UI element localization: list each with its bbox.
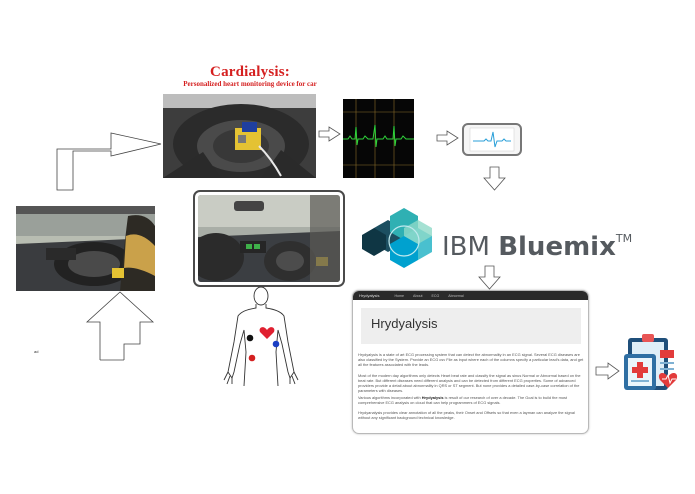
- steering-device-photo: [163, 94, 316, 178]
- website-heading: Hrydyalysis: [371, 316, 438, 331]
- website-nav-home[interactable]: Home: [394, 293, 405, 298]
- smartphone-ecg-icon: [462, 123, 522, 156]
- driver-car-photo-left: [16, 206, 155, 291]
- website-navbar: Hrydyalysis Home About ECG Abnormal: [353, 291, 588, 300]
- website-nav-abnormal[interactable]: Abnormal: [448, 293, 464, 298]
- flow-arrow-right-1: [318, 126, 341, 142]
- small-mark-text: ad: [34, 349, 39, 354]
- car-dashboard-photo-frame: [193, 190, 345, 287]
- bluemix-logo-icon: [362, 208, 432, 268]
- diagram-title: Cardialysis:: [210, 64, 290, 80]
- bluemix-trademark: TM: [615, 232, 633, 245]
- medical-report-icon: [624, 334, 678, 390]
- website-paragraph-3: Various algorithms incorporated with Hry…: [358, 395, 568, 405]
- flow-arrow-down-2: [478, 265, 501, 290]
- flow-arrow-up-large: [85, 291, 155, 361]
- website-paragraph-4: Hrydyanalysis provides clear annotation …: [358, 410, 575, 420]
- bluemix-name-text: Bluemix: [498, 232, 616, 262]
- website-paragraph-2: Most of the modern day algorithms only d…: [358, 373, 581, 393]
- website-nav-about[interactable]: About: [413, 293, 423, 298]
- website-jumbotron: Hrydyalysis: [361, 308, 581, 344]
- bluemix-ibm-text: IBM: [442, 232, 499, 262]
- ecg-waveform-panel: [343, 99, 414, 178]
- website-brand[interactable]: Hrydyalysis: [359, 293, 380, 298]
- flow-arrow-right-2: [436, 130, 459, 146]
- website-paragraph-1: Hrydyalysis is a state of art ECG proces…: [358, 352, 584, 367]
- flow-arrow-right-large: [56, 132, 162, 191]
- flow-arrow-down-1: [483, 166, 506, 191]
- bluemix-wordmark: IBM BluemixTM: [442, 232, 632, 262]
- flow-arrow-right-3: [595, 362, 620, 380]
- hrydyalysis-website-screenshot: Hrydyalysis Home About ECG Abnormal Hryd…: [352, 290, 589, 434]
- car-dashboard-photo: [198, 195, 340, 282]
- human-body-electrodes-icon: [223, 286, 299, 386]
- diagram-subtitle: Personalized heart monitoring device for…: [183, 80, 317, 88]
- website-nav-ecg[interactable]: ECG: [431, 293, 440, 298]
